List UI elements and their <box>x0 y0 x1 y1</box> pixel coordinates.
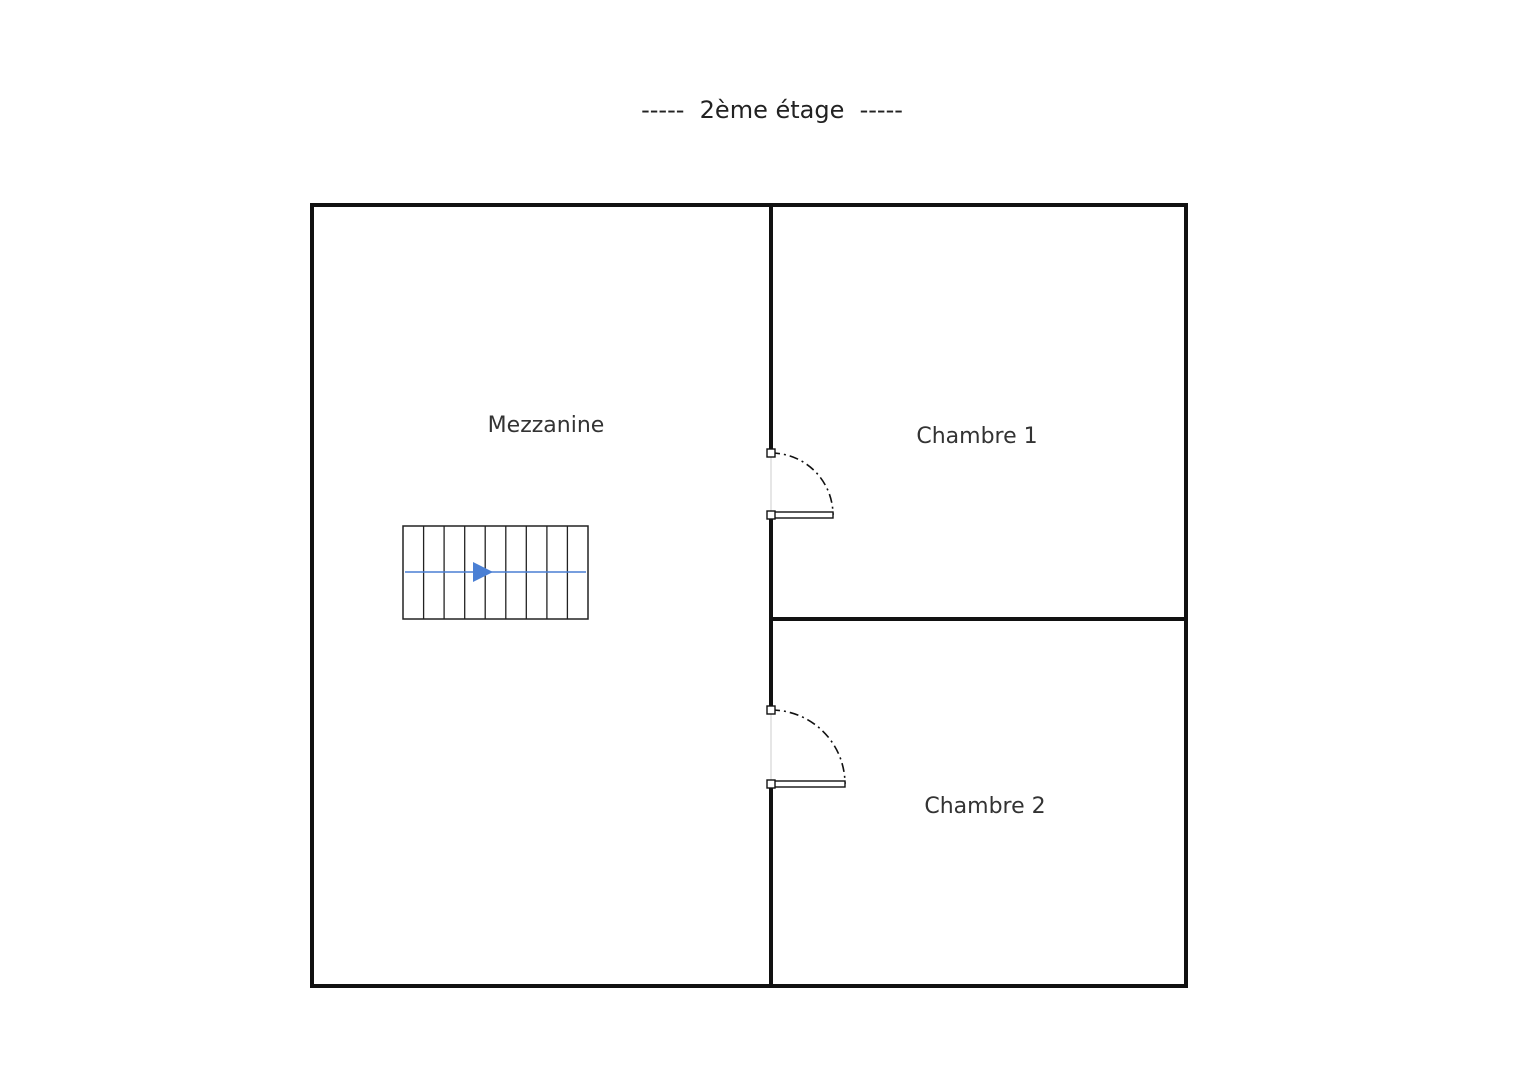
door-hinge-bottom <box>766 779 776 789</box>
room-label-mezzanine: Mezzanine <box>488 413 605 438</box>
door-chambre-1[interactable] <box>766 448 834 520</box>
door-hinge-bottom <box>766 510 776 520</box>
door-hinge-top <box>766 705 776 715</box>
room-label-chambre-1: Chambre 1 <box>916 424 1037 449</box>
walls <box>310 203 1188 988</box>
door-hinge-top <box>766 448 776 458</box>
floor-title: ----- 2ème étage ----- <box>641 96 903 124</box>
staircase-icon[interactable] <box>402 525 589 620</box>
door-leaf <box>770 780 846 788</box>
stair-direction-arrow-icon <box>473 562 493 582</box>
room-label-chambre-2: Chambre 2 <box>924 794 1045 819</box>
door-chambre-2[interactable] <box>766 705 846 789</box>
door-leaf <box>770 511 834 519</box>
outer-wall <box>310 203 1188 988</box>
